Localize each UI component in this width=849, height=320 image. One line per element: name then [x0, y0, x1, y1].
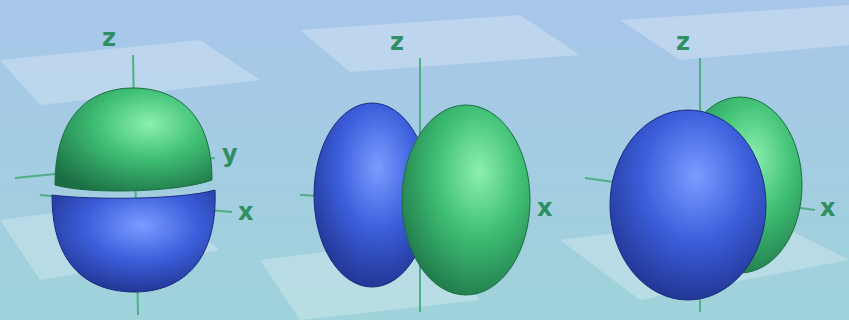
axis-label: x	[537, 196, 552, 220]
axes	[15, 55, 815, 315]
px-orbital	[314, 103, 530, 295]
axis-label: z	[676, 30, 690, 54]
axis-label: x	[820, 196, 835, 220]
floor-tiles	[0, 5, 849, 320]
axis-label: z	[102, 26, 116, 50]
axis-label: x	[238, 200, 253, 224]
axis-label: z	[390, 30, 404, 54]
pz-orbital	[52, 88, 215, 292]
py-orbital	[610, 97, 802, 300]
axis-label: y	[222, 142, 238, 166]
